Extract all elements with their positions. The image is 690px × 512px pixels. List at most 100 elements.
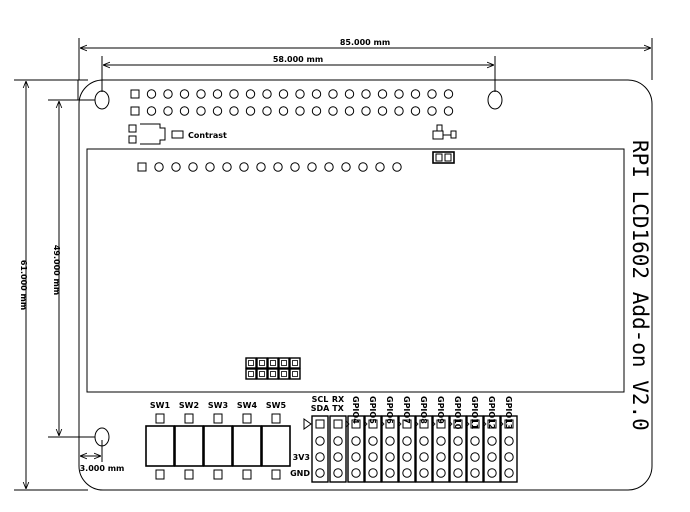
header-pin bbox=[410, 89, 421, 99]
contrast-label: Contrast bbox=[188, 131, 227, 140]
rail-3v3-label: 3V3 bbox=[293, 453, 310, 462]
switch-pad-bottom bbox=[242, 469, 252, 480]
io-pin bbox=[333, 436, 343, 446]
header-pin-square bbox=[130, 89, 140, 99]
switch-label: SW3 bbox=[208, 401, 228, 410]
header-pin bbox=[278, 106, 289, 116]
lcd-outline bbox=[86, 148, 625, 393]
header-pin bbox=[146, 106, 157, 116]
switch-pad-bottom bbox=[213, 469, 223, 480]
connector-cell bbox=[289, 357, 301, 369]
gpio-label: GPIO7 bbox=[402, 396, 411, 424]
switch-label: SW2 bbox=[179, 401, 199, 410]
io-pin bbox=[385, 468, 395, 478]
io-pin-square bbox=[470, 419, 480, 429]
header-pin bbox=[278, 89, 289, 99]
lcd-pin bbox=[324, 162, 334, 172]
io-pin bbox=[453, 468, 463, 478]
dimension-hole-spacing-x: 58.000 mm bbox=[101, 55, 496, 92]
dimension-hole-offset: 3.000 mm bbox=[78, 437, 125, 473]
header-pin bbox=[311, 106, 322, 116]
switch-body bbox=[174, 425, 204, 467]
switch-body bbox=[145, 425, 175, 467]
io-pin bbox=[351, 468, 361, 478]
io-column bbox=[381, 415, 399, 483]
header-pin bbox=[229, 89, 239, 99]
switch-4: SW4 bbox=[232, 401, 262, 480]
switch-label: SW1 bbox=[150, 401, 171, 410]
header-pin bbox=[311, 89, 322, 99]
connector-pad bbox=[281, 371, 287, 377]
io-pin bbox=[351, 436, 361, 446]
gpio-label: GPIO5 bbox=[368, 396, 377, 424]
io-pin-square bbox=[385, 419, 395, 429]
lcd-pin bbox=[239, 162, 249, 172]
switch-3: SW3 bbox=[203, 401, 233, 480]
lcd-pin bbox=[205, 162, 215, 172]
gpio-label: GPIO4 bbox=[351, 396, 360, 424]
header-pin bbox=[361, 106, 371, 116]
io-pin bbox=[333, 468, 343, 478]
connector-cell bbox=[267, 357, 279, 369]
switch-body bbox=[203, 425, 233, 467]
scl-label: SCL bbox=[312, 395, 329, 404]
board-width-label: 85.000 mm bbox=[340, 38, 390, 47]
header-pin bbox=[196, 89, 206, 99]
io-pin bbox=[436, 436, 446, 446]
header-pin bbox=[427, 106, 437, 116]
header-pin bbox=[163, 89, 173, 99]
io-pin bbox=[487, 436, 497, 446]
header-pin bbox=[163, 106, 173, 116]
switch-pad-top bbox=[155, 413, 165, 424]
io-pin bbox=[315, 468, 325, 478]
io-pin bbox=[419, 436, 429, 446]
io-column bbox=[415, 415, 433, 483]
header-pin bbox=[262, 89, 272, 99]
gpio-label: GPIO11 bbox=[470, 396, 479, 430]
io-pin-square bbox=[315, 419, 325, 429]
header-pin bbox=[427, 89, 437, 99]
header-pin bbox=[179, 89, 190, 99]
lcd-pin bbox=[171, 162, 181, 172]
connector-cell bbox=[278, 368, 290, 380]
io-pin-square bbox=[436, 419, 446, 429]
io-pin bbox=[368, 468, 378, 478]
lcd-pin bbox=[188, 162, 198, 172]
io-pin bbox=[315, 436, 325, 446]
dimension-board-width: 85.000 mm bbox=[78, 38, 653, 80]
connector-pad bbox=[292, 371, 298, 377]
rail-gnd-label: GND bbox=[290, 469, 310, 478]
io-pin-square bbox=[487, 419, 497, 429]
board-height-label: 61.000 mm bbox=[19, 260, 28, 310]
header-pin bbox=[328, 89, 338, 99]
io-pin bbox=[419, 452, 429, 462]
header-pin bbox=[295, 89, 305, 99]
connector-pad bbox=[259, 371, 265, 377]
switch-label: SW4 bbox=[237, 401, 258, 410]
lcd-pin bbox=[273, 162, 283, 172]
io-pin bbox=[436, 468, 446, 478]
header-pin bbox=[229, 106, 239, 116]
connector-cell bbox=[245, 368, 257, 380]
connector-pad bbox=[248, 360, 254, 366]
connector-cell bbox=[267, 368, 279, 380]
header-pin bbox=[361, 89, 371, 99]
header-pin bbox=[212, 106, 223, 116]
io-pin bbox=[487, 452, 497, 462]
board-outline bbox=[78, 79, 653, 491]
lcd-pin bbox=[256, 162, 266, 172]
dimension-board-height: 61.000 mm bbox=[14, 79, 88, 491]
io-pin bbox=[351, 452, 361, 462]
switch-2: SW2 bbox=[174, 401, 204, 480]
header-pin bbox=[146, 89, 157, 99]
io-pin bbox=[436, 452, 446, 462]
switch-body bbox=[261, 425, 291, 467]
io-pin-square bbox=[419, 419, 429, 429]
hole-offset-label: 3.000 mm bbox=[80, 464, 125, 473]
header-pin bbox=[245, 89, 256, 99]
connector-cell bbox=[256, 357, 268, 369]
header-pin-square bbox=[130, 106, 140, 116]
io-pin-square bbox=[402, 419, 412, 429]
